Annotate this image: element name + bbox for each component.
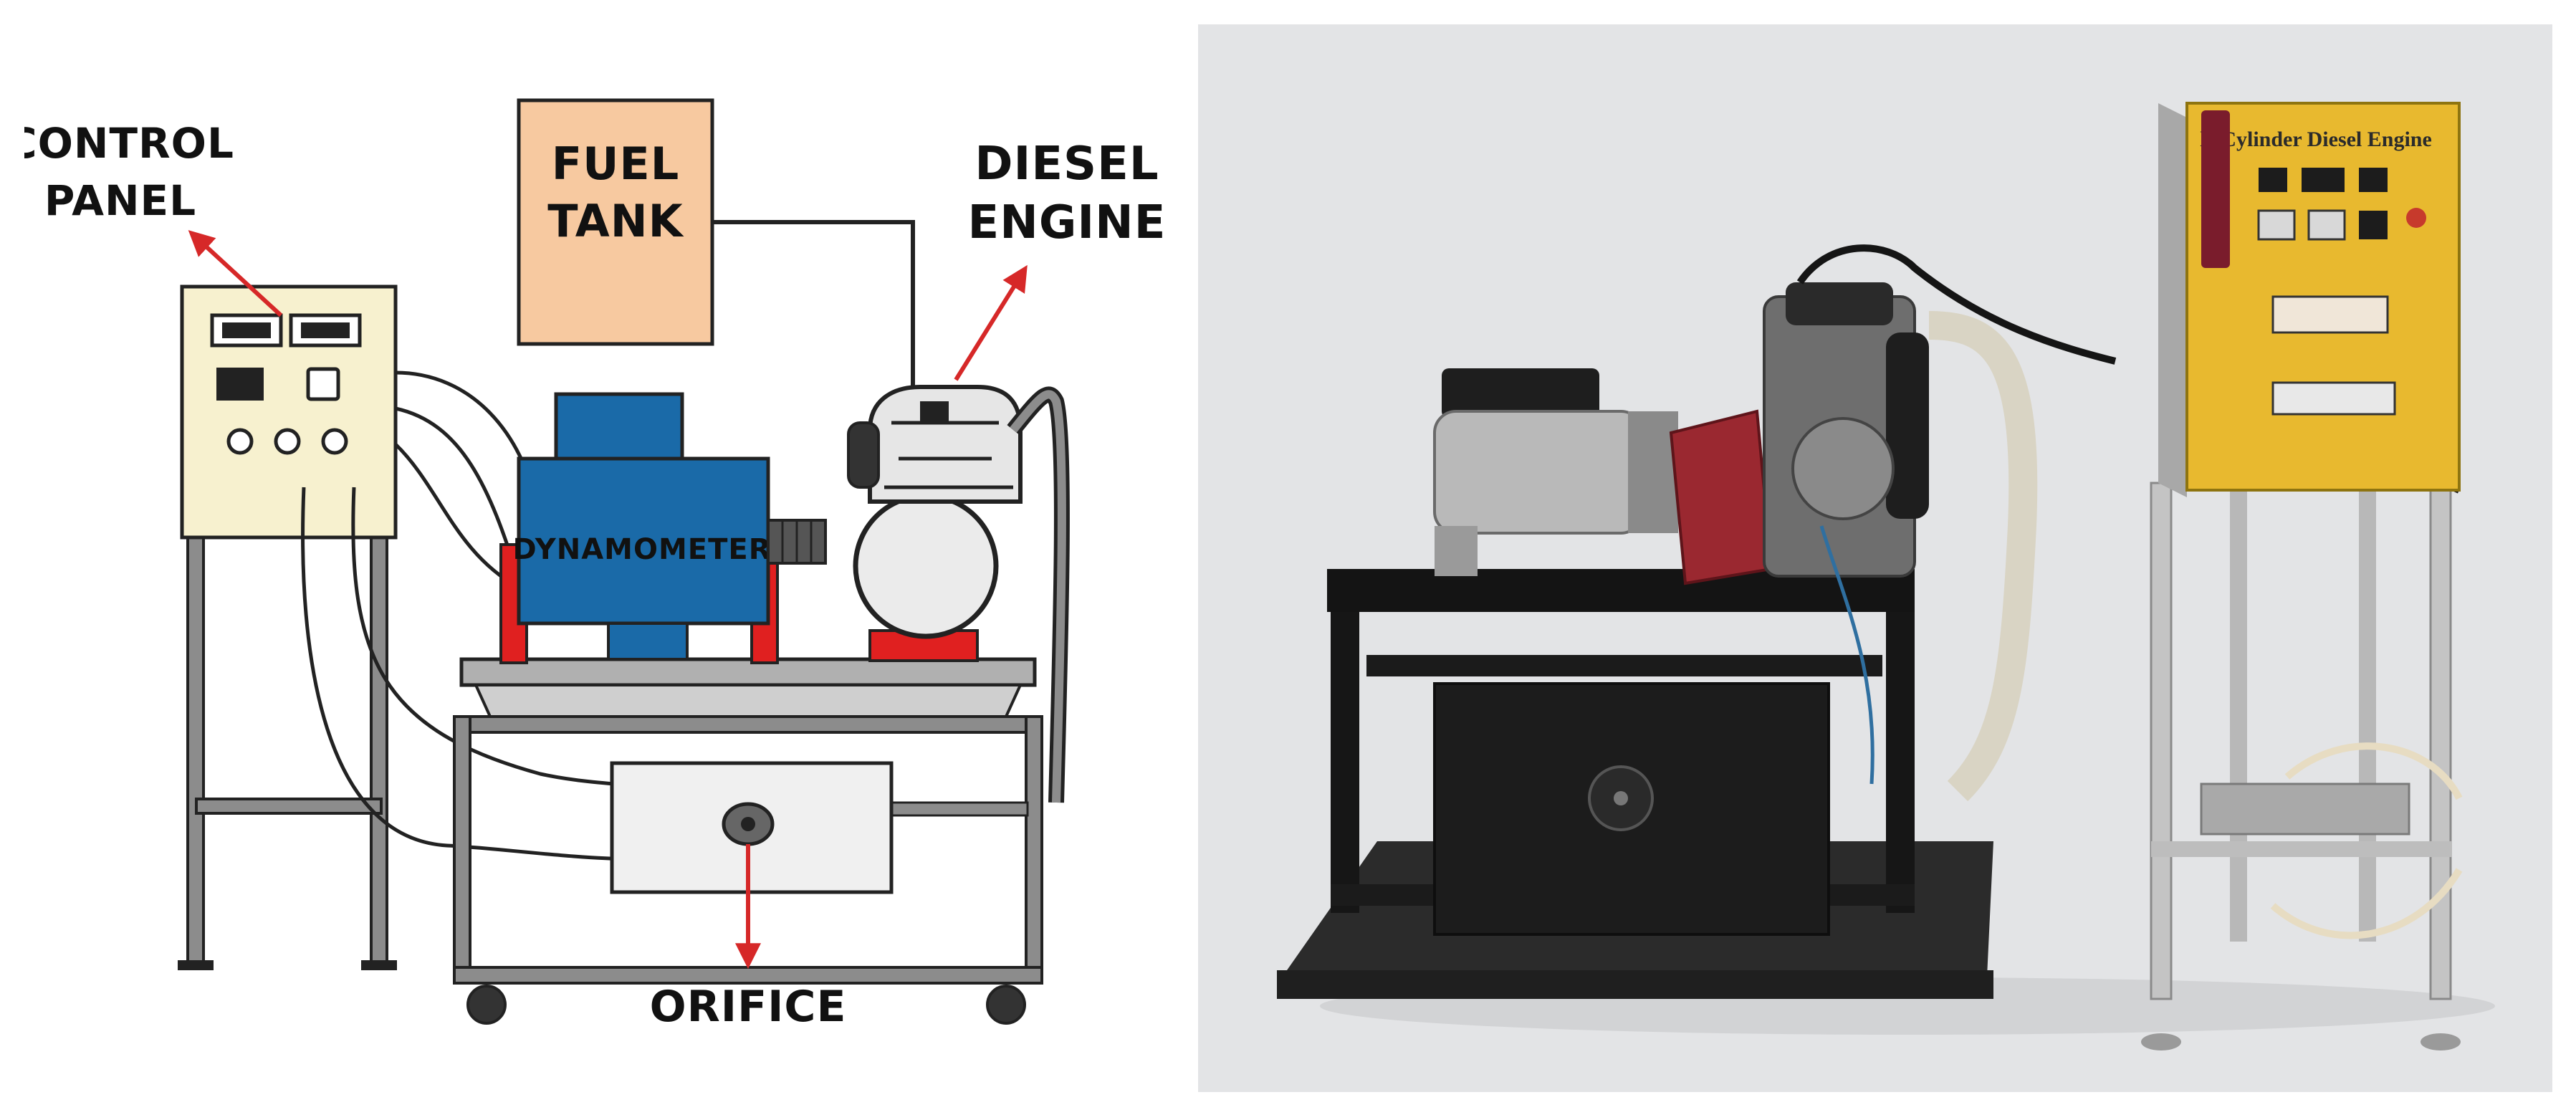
fuel-tank-label-line2: TANK [547, 195, 684, 247]
dynamometer-box [1433, 682, 1830, 936]
bed-plate [459, 657, 1037, 718]
generator [1433, 368, 1678, 576]
exhaust-hose [1010, 390, 1066, 803]
control-panel-stand [178, 536, 397, 970]
diesel-engine-label-line2: ENGINE [968, 196, 1167, 249]
diesel-engine-arrow [954, 264, 1028, 381]
control-panel-label-line2: PANEL [44, 176, 196, 225]
control-panel [180, 284, 398, 540]
coupling-shaft [767, 519, 827, 565]
diesel-engine [847, 385, 1023, 662]
fuel-tank: FUEL TANK [517, 98, 714, 346]
fuel-tubing [2270, 742, 2463, 939]
fuel-line [712, 220, 915, 387]
control-panel-arrow [188, 230, 283, 317]
blue-cable [1819, 525, 1874, 785]
photo-panel: le Cylinder Diesel Engine [1198, 24, 2552, 1092]
dynamometer-label: DYNAMOMETER [512, 533, 771, 566]
photo-svg: le Cylinder Diesel Engine [1277, 102, 2495, 1050]
orifice-label: ORIFICE [650, 982, 847, 1032]
orifice-box [610, 761, 894, 894]
control-panel-label-line1: CONTROL [24, 119, 234, 168]
photo-exhaust-hose [1928, 311, 2038, 802]
schematic-diagram: FUEL TANK DYNAMOMETER CONTROL PANEL DIES… [24, 86, 1197, 1075]
photo-panel-title: le Cylinder Diesel Engine [2200, 128, 2432, 151]
schematic-svg: FUEL TANK DYNAMOMETER CONTROL PANEL DIES… [24, 98, 1167, 1032]
diesel-engine-label-line1: DIESEL [975, 138, 1159, 191]
coupling-guard [1669, 409, 1773, 585]
cart-frame [453, 715, 1043, 1025]
fuel-tank-label-line1: FUEL [552, 138, 680, 190]
dynamometer: DYNAMOMETER [499, 392, 779, 664]
engine-block [1763, 282, 1929, 578]
photo-control-panel: le Cylinder Diesel Engine [2158, 102, 2461, 497]
